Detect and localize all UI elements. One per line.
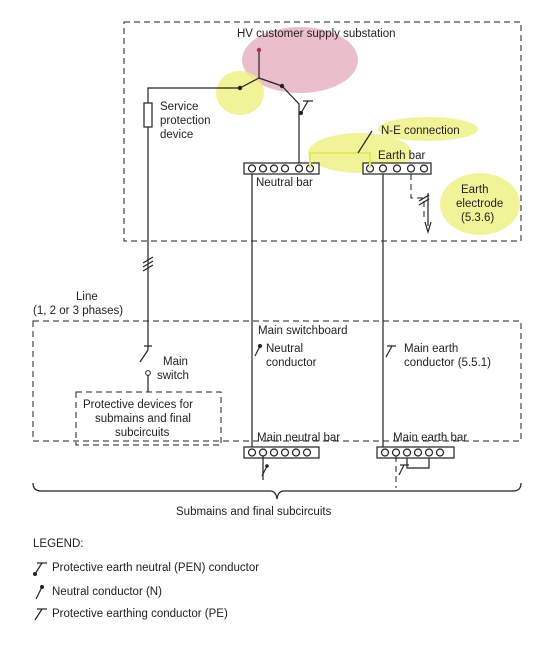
neutral-bar-label: Neutral bar: [256, 177, 313, 189]
protective-devices-l3: subcircuits: [115, 427, 170, 439]
service-protection-l2: protection: [160, 115, 211, 127]
service-protection-l3: device: [160, 129, 193, 141]
protective-devices-box: [75, 391, 222, 446]
line-label-l1: Line: [76, 291, 98, 303]
main-earth-bar-label: Main earth bar: [393, 432, 467, 444]
main-earth-bar: [376, 446, 455, 459]
legend-item-pe: Protective earthing conductor (PE): [52, 608, 228, 620]
earth-outgoing-icon: [395, 456, 430, 488]
line-label-l2: (1, 2 or 3 phases): [33, 305, 123, 317]
ne-connection-label: N-E connection: [381, 125, 460, 137]
pen-conductor-icon: [33, 562, 47, 576]
legend-item-neutral: Neutral conductor (N): [52, 586, 162, 598]
substation-boundary: [123, 21, 522, 242]
protective-devices-l2: submains and final: [95, 413, 191, 425]
earth-electrode-icon: [418, 193, 432, 235]
service-protection-l1: Service: [160, 101, 198, 113]
earth-electrode-l3: (5.3.6): [461, 212, 494, 224]
transformer-highlight: [242, 27, 358, 93]
earth-electrode-conductor: [410, 174, 425, 217]
neutral-conductor-icon: [35, 585, 44, 600]
ne-connection-link: [309, 152, 371, 168]
pe-conductor-icon: [34, 608, 47, 621]
main-neutral-bar-label: Main neutral bar: [257, 432, 340, 444]
submains-brace: [32, 482, 522, 500]
main-earth-conductor-l2: conductor (5.5.1): [404, 357, 491, 369]
service-protection-fuse: [143, 102, 153, 128]
main-neutral-bar: [243, 446, 320, 459]
main-switch-icon: [139, 345, 152, 376]
neutral-outgoing-icon: [261, 456, 269, 480]
legend-item-pen: Protective earth neutral (PEN) conductor: [52, 562, 259, 574]
pen-conductor: [281, 85, 300, 163]
neutral-conductor-l2: conductor: [266, 357, 317, 369]
ne-label-highlight: [378, 117, 478, 141]
earth-electrode-highlight: [440, 173, 520, 235]
earth-bar-label: Earth bar: [378, 150, 425, 162]
neutral-marker-icon: [254, 344, 262, 357]
main-switch-l2: switch: [157, 370, 189, 382]
earth-electrode-l1: Earth: [461, 184, 489, 196]
phase-marks-icon: [142, 256, 154, 272]
main-earth-conductor-l1: Main earth: [404, 343, 458, 355]
active-line: [147, 87, 240, 103]
main-switchboard-label: Main switchboard: [258, 325, 347, 337]
ne-connection-pointer: [357, 130, 373, 154]
main-switchboard-boundary: [32, 320, 522, 442]
neutral-bar: [243, 162, 320, 175]
pen-marker-icon: [299, 100, 313, 115]
earth-bar: [362, 162, 432, 175]
protective-devices-l1: Protective devices for: [83, 399, 193, 411]
legend-title: LEGEND:: [33, 538, 84, 550]
earth-electrode-l2: electrode: [456, 198, 503, 210]
pe-marker-icon-board: [385, 345, 396, 358]
substation-title: HV customer supply substation: [237, 28, 396, 40]
neutral-conductor-l1: Neutral: [266, 343, 303, 355]
submains-label: Submains and final subcircuits: [176, 506, 332, 518]
main-switch-l1: Main: [163, 356, 188, 368]
service-connection-highlight: [216, 71, 264, 115]
